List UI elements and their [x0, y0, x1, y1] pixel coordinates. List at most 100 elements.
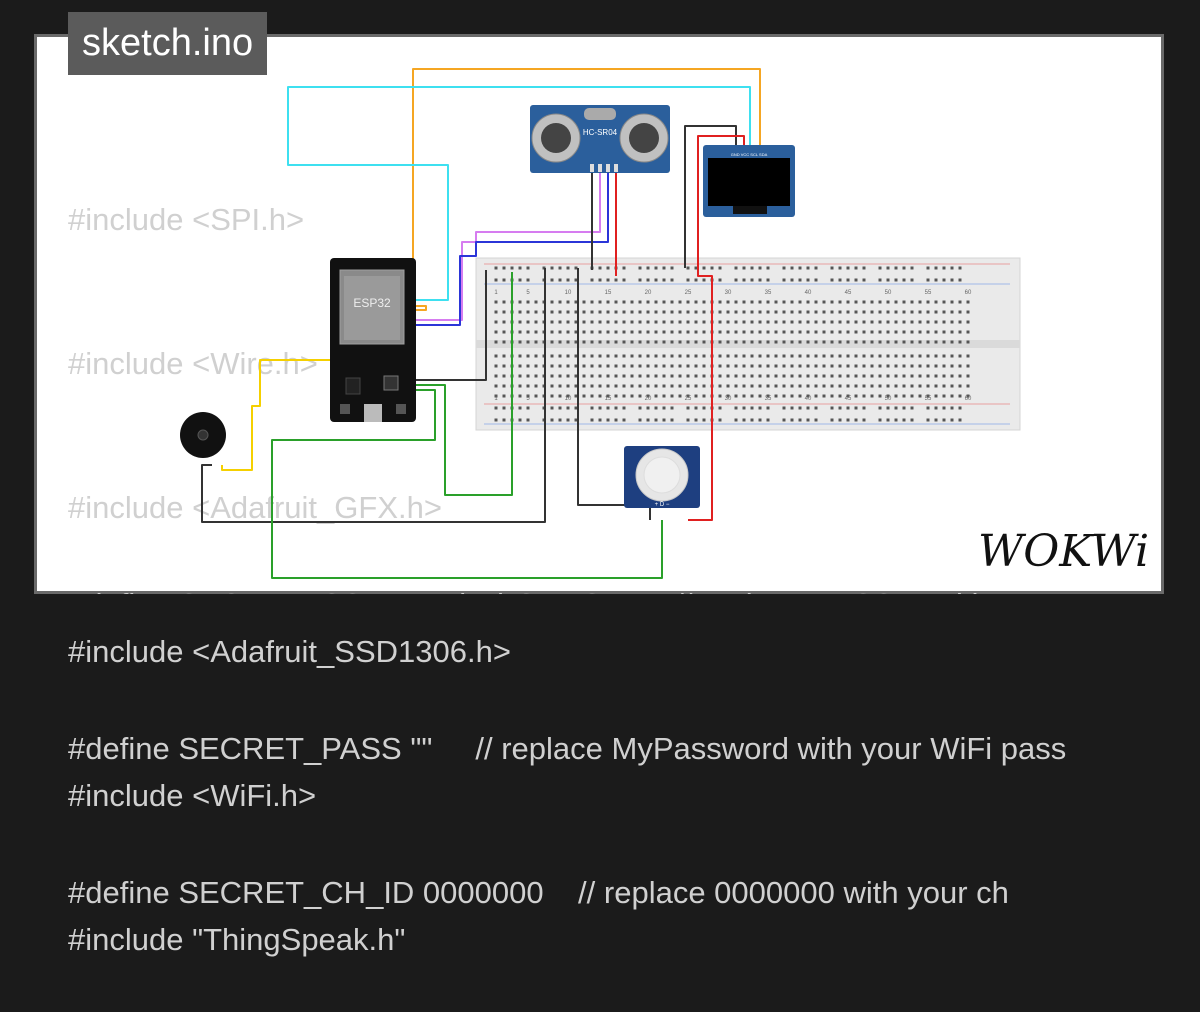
- breadboard-hole: [750, 320, 754, 324]
- breadboard-column-label: 50: [885, 396, 892, 402]
- breadboard-hole: [654, 310, 658, 314]
- breadboard-hole: [694, 418, 698, 422]
- breadboard-hole: [606, 266, 610, 270]
- code-line: #include <Adafruit_GFX.h>: [68, 490, 442, 525]
- breadboard-hole: [494, 300, 498, 304]
- breadboard-hole: [854, 406, 858, 410]
- breadboard-hole: [750, 266, 754, 270]
- breadboard-hole: [766, 384, 770, 388]
- breadboard-hole: [574, 320, 578, 324]
- breadboard-hole: [958, 340, 962, 344]
- breadboard-hole: [526, 406, 530, 410]
- breadboard-hole: [630, 330, 634, 334]
- ultrasonic-sensor[interactable]: HC-SR04: [530, 105, 670, 173]
- esp32-board[interactable]: ESP32: [330, 258, 416, 422]
- breadboard-hole: [558, 340, 562, 344]
- breadboard-hole: [654, 406, 658, 410]
- breadboard-hole: [846, 320, 850, 324]
- breadboard-hole: [686, 300, 690, 304]
- breadboard-hole: [662, 354, 666, 358]
- pir-sensor[interactable]: + D −: [624, 446, 700, 508]
- breadboard-hole: [702, 406, 706, 410]
- breadboard-hole: [526, 364, 530, 368]
- breadboard-hole: [838, 320, 842, 324]
- breadboard-hole: [910, 320, 914, 324]
- breadboard-hole: [606, 384, 610, 388]
- breadboard-hole: [598, 354, 602, 358]
- breadboard-hole: [702, 310, 706, 314]
- breadboard-hole: [806, 394, 810, 398]
- breadboard-hole: [726, 300, 730, 304]
- oled-display[interactable]: GND VCC SCL SDA: [703, 145, 795, 217]
- buzzer[interactable]: [180, 412, 226, 458]
- breadboard-hole: [782, 374, 786, 378]
- breadboard-hole: [886, 364, 890, 368]
- breadboard-hole: [526, 340, 530, 344]
- breadboard-hole: [598, 330, 602, 334]
- breadboard-holes: [494, 266, 970, 422]
- breadboard-hole: [582, 354, 586, 358]
- breadboard-hole: [886, 384, 890, 388]
- breadboard-hole: [566, 394, 570, 398]
- breadboard-column-label: 35: [765, 396, 772, 402]
- breadboard-hole: [878, 406, 882, 410]
- breadboard-hole: [902, 320, 906, 324]
- breadboard-hole: [918, 394, 922, 398]
- breadboard-hole: [934, 310, 938, 314]
- breadboard-hole: [910, 266, 914, 270]
- breadboard-hole: [966, 364, 970, 368]
- breadboard-hole: [606, 278, 610, 282]
- breadboard-hole: [550, 384, 554, 388]
- breadboard-hole: [598, 300, 602, 304]
- breadboard-hole: [646, 278, 650, 282]
- breadboard-hole: [654, 364, 658, 368]
- breadboard-column-label: 40: [805, 396, 812, 402]
- breadboard-hole: [646, 340, 650, 344]
- breadboard-hole: [734, 394, 738, 398]
- breadboard-hole: [614, 320, 618, 324]
- breadboard-hole: [598, 384, 602, 388]
- breadboard-hole: [574, 354, 578, 358]
- breadboard-hole: [966, 340, 970, 344]
- breadboard-hole: [830, 340, 834, 344]
- breadboard-hole: [942, 300, 946, 304]
- breadboard-hole: [774, 384, 778, 388]
- breadboard-hole: [894, 374, 898, 378]
- breadboard-hole: [854, 374, 858, 378]
- wire-yellow: [221, 359, 330, 471]
- breadboard-hole: [598, 310, 602, 314]
- wire-black-buzzer: [201, 268, 546, 523]
- breadboard-hole: [958, 310, 962, 314]
- breadboard-hole: [598, 364, 602, 368]
- breadboard-hole: [526, 310, 530, 314]
- breadboard-hole: [574, 406, 578, 410]
- breadboard-hole: [526, 266, 530, 270]
- breadboard-column-label: 45: [845, 290, 852, 296]
- breadboard-hole: [590, 384, 594, 388]
- breadboard-hole: [910, 406, 914, 410]
- breadboard-hole: [734, 354, 738, 358]
- breadboard-hole: [590, 330, 594, 334]
- breadboard-hole: [814, 310, 818, 314]
- breadboard-hole: [622, 394, 626, 398]
- breadboard-hole: [606, 310, 610, 314]
- breadboard-hole: [870, 354, 874, 358]
- breadboard-hole: [958, 278, 962, 282]
- breadboard-hole: [702, 340, 706, 344]
- breadboard-hole: [590, 354, 594, 358]
- breadboard-hole: [558, 310, 562, 314]
- breadboard-hole: [734, 364, 738, 368]
- breadboard-hole: [558, 300, 562, 304]
- breadboard-hole: [662, 384, 666, 388]
- breadboard-hole: [758, 374, 762, 378]
- breadboard-hole: [950, 384, 954, 388]
- breadboard-hole: [958, 354, 962, 358]
- breadboard-hole: [694, 310, 698, 314]
- breadboard-hole: [902, 364, 906, 368]
- breadboard-hole: [878, 384, 882, 388]
- breadboard-hole: [702, 266, 706, 270]
- breadboard-hole: [902, 354, 906, 358]
- breadboard-hole: [894, 340, 898, 344]
- breadboard-column-label: 55: [925, 396, 932, 402]
